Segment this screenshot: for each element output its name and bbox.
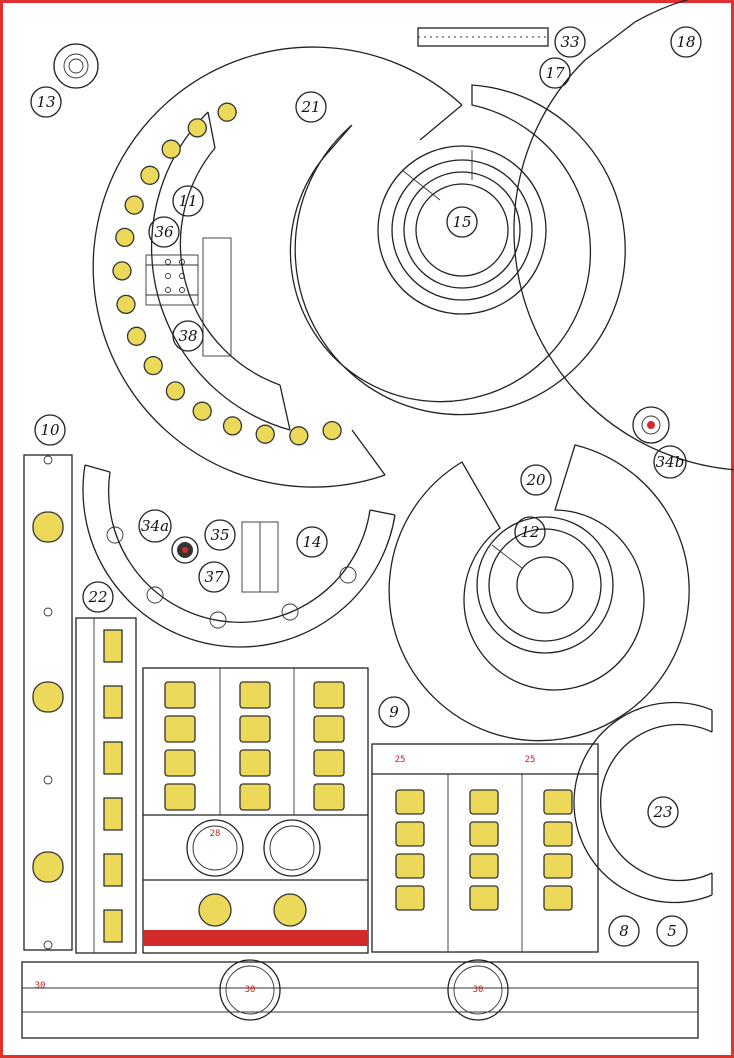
porthole-dot <box>140 165 160 185</box>
part-13-ring <box>53 43 99 89</box>
porthole-dot <box>255 424 275 444</box>
part-22-strip <box>75 617 137 954</box>
svg-text:34a: 34a <box>141 517 169 535</box>
label-38: 38 <box>172 320 204 352</box>
part-38-strip <box>202 237 232 357</box>
svg-text:5: 5 <box>667 922 677 940</box>
part-10-strip <box>23 454 73 951</box>
part-14-band <box>82 464 396 648</box>
label-8: 8 <box>608 915 640 947</box>
porthole-dot <box>115 227 135 248</box>
svg-text:11: 11 <box>178 192 197 210</box>
porthole-dot <box>165 381 186 401</box>
svg-text:22: 22 <box>87 588 107 606</box>
part-36-grid-piece <box>145 254 199 306</box>
svg-text:23: 23 <box>652 803 672 821</box>
svg-text:35: 35 <box>210 526 229 544</box>
svg-text:14: 14 <box>302 533 321 551</box>
label-18: 18 <box>670 26 702 58</box>
label-20: 20 <box>520 464 552 496</box>
label-23: 23 <box>647 796 679 828</box>
label-12: 12 <box>514 516 546 548</box>
label-36: 36 <box>148 216 180 248</box>
part-21-outer-ring <box>92 46 463 488</box>
porthole-dot <box>116 294 136 315</box>
label-34a: 34a <box>138 509 172 543</box>
svg-text:8: 8 <box>619 922 629 940</box>
label-11: 11 <box>172 185 204 217</box>
svg-text:18: 18 <box>676 33 695 51</box>
label-34b: 34b <box>653 445 687 479</box>
svg-text:38: 38 <box>178 327 197 345</box>
porthole-dot <box>143 355 163 376</box>
label-33: 33 <box>554 26 586 58</box>
label-37: 37 <box>198 561 230 593</box>
svg-text:33: 33 <box>560 33 579 51</box>
part-12-ring <box>476 516 614 654</box>
svg-text:36: 36 <box>154 223 174 241</box>
porthole-dot <box>222 416 243 436</box>
svg-text:34b: 34b <box>656 453 685 471</box>
svg-text:37: 37 <box>204 568 224 586</box>
part-11-porthole-arc <box>112 102 342 446</box>
porthole-dot <box>187 118 207 138</box>
porthole-dot <box>192 401 212 421</box>
strip5-number-mid: 30 <box>245 985 256 995</box>
porthole-dot <box>161 139 181 159</box>
label-13: 13 <box>30 86 62 118</box>
label-22: 22 <box>82 581 114 613</box>
porthole-dot <box>289 426 309 446</box>
part-23-c-ring <box>573 701 713 904</box>
label-35: 35 <box>204 519 236 551</box>
panel8-number-left: 25 <box>395 755 406 765</box>
porthole-dot <box>322 420 342 441</box>
porthole-dot <box>217 102 237 122</box>
part-20-ring <box>388 444 690 742</box>
strip5-number-left: 30 <box>35 981 46 991</box>
part-37-box <box>241 521 279 593</box>
svg-text:20: 20 <box>525 471 546 489</box>
part-33-bar <box>417 27 549 47</box>
label-17: 17 <box>539 57 571 89</box>
part-9-panel <box>142 667 369 954</box>
part-17-ring <box>289 84 626 416</box>
part-34b-wheel <box>632 406 670 444</box>
label-5: 5 <box>656 915 688 947</box>
part-35-wheel <box>171 536 199 564</box>
label-14: 14 <box>296 526 328 558</box>
svg-text:13: 13 <box>36 93 55 111</box>
panel8-number-right: 25 <box>525 755 536 765</box>
svg-text:15: 15 <box>452 213 471 231</box>
porthole-dot <box>112 261 132 281</box>
part-15-ring <box>377 145 547 315</box>
porthole-dot <box>124 195 144 215</box>
svg-text:21: 21 <box>300 98 320 116</box>
panel9-window-number: 28 <box>210 829 221 839</box>
strip5-number-right: 30 <box>473 985 484 995</box>
porthole-dot <box>126 326 147 346</box>
svg-text:12: 12 <box>520 523 539 541</box>
label-10: 10 <box>34 414 66 446</box>
label-21: 21 <box>295 91 327 123</box>
svg-text:10: 10 <box>40 421 60 439</box>
label-9: 9 <box>378 696 410 728</box>
label-15: 15 <box>446 206 478 238</box>
part-8-panel <box>371 743 599 953</box>
part-9-red-band <box>143 930 368 946</box>
svg-text:9: 9 <box>389 703 399 721</box>
part-5-strip <box>21 959 699 1039</box>
svg-text:17: 17 <box>545 64 565 82</box>
